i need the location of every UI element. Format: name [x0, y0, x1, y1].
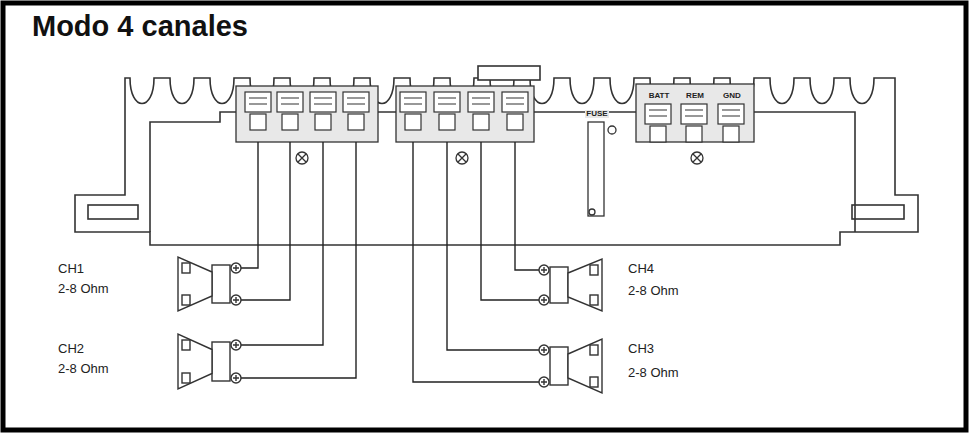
terminal-screw [343, 92, 369, 112]
speaker-wires [236, 142, 544, 382]
speaker-rim [590, 265, 598, 275]
terminal-mark [233, 342, 239, 348]
screw-slot [722, 110, 740, 116]
speaker-magnet [550, 267, 568, 303]
speaker-cone [178, 257, 212, 311]
speaker-rim [590, 295, 598, 305]
terminal-screw [645, 104, 671, 124]
speaker-terminal [231, 295, 241, 305]
terminal-clamp [439, 114, 455, 130]
speaker-rim [182, 263, 190, 273]
terminal-mark [541, 379, 547, 385]
screw-slot [347, 98, 365, 104]
speaker-terminal [539, 265, 549, 275]
terminal-clamp [473, 114, 489, 130]
terminal-label: BATT [648, 92, 671, 100]
speaker-terminal [231, 263, 241, 273]
screw-slot [472, 98, 490, 104]
terminal-mark [541, 297, 547, 303]
speaker-rim [590, 345, 598, 355]
terminal-screw [245, 92, 271, 112]
impedance-label: 2-8 Ohm [58, 282, 109, 295]
fuse-label: FUSE [585, 110, 608, 118]
impedance-label: 2-8 Ohm [58, 362, 109, 375]
terminal-mark [233, 297, 239, 303]
speaker-cone [568, 339, 602, 393]
terminal-clamp [686, 126, 702, 142]
terminal-screw [400, 92, 426, 112]
screw-slot [404, 98, 422, 104]
mount-screws [296, 152, 703, 164]
terminal-clamp [282, 114, 298, 130]
screw-slot [438, 98, 456, 104]
terminal-label: GND [722, 92, 742, 100]
speaker-terminal [231, 373, 241, 383]
terminal-mark [541, 347, 547, 353]
speaker-cone [178, 334, 212, 389]
speaker-terminal [539, 377, 549, 387]
terminal-clamp [250, 114, 266, 130]
screw-terminals [245, 92, 744, 142]
terminal-screw [434, 92, 460, 112]
screw-slot [281, 98, 299, 104]
terminal-blocks [236, 84, 754, 142]
channel-label: CH3 [628, 342, 654, 355]
screw-slot [314, 98, 332, 104]
terminal-clamp [723, 126, 739, 142]
terminal-screw [502, 92, 528, 112]
terminal-label: REM [685, 92, 705, 100]
terminal-mark [541, 267, 547, 273]
channel-label: CH2 [58, 342, 84, 355]
frame [3, 3, 966, 430]
fuse [588, 122, 616, 216]
screw-slot [649, 110, 667, 116]
terminal-clamp [650, 126, 666, 142]
speaker-terminal [539, 345, 549, 355]
title: Modo 4 canales [32, 12, 248, 41]
terminal-screw [277, 92, 303, 112]
speaker-magnet [212, 342, 230, 381]
amplifier-housing [75, 66, 918, 245]
impedance-label: 2-8 Ohm [628, 284, 679, 297]
channel-label: CH4 [628, 262, 654, 275]
speakers [178, 257, 602, 393]
speaker-rim [182, 340, 190, 350]
speaker-terminal [231, 340, 241, 350]
screw-slot [249, 98, 267, 104]
speaker-cone [568, 259, 602, 311]
terminal-clamp [348, 114, 364, 130]
speaker-magnet [212, 265, 230, 303]
screw-slot [506, 98, 524, 104]
terminal-mark [233, 375, 239, 381]
impedance-label: 2-8 Ohm [628, 366, 679, 379]
channel-label: CH1 [58, 262, 84, 275]
terminal-screw [718, 104, 744, 124]
speaker-terminal [539, 295, 549, 305]
terminal-clamp [315, 114, 331, 130]
terminal-screw [681, 104, 707, 124]
speaker-magnet [550, 347, 568, 385]
speaker-rim [182, 295, 190, 305]
terminal-clamp [507, 114, 523, 130]
terminal-screw [310, 92, 336, 112]
screw-slot [685, 110, 703, 116]
terminal-mark [233, 265, 239, 271]
terminal-screw [468, 92, 494, 112]
terminal-clamp [405, 114, 421, 130]
speaker-rim [590, 377, 598, 387]
speaker-rim [182, 373, 190, 383]
